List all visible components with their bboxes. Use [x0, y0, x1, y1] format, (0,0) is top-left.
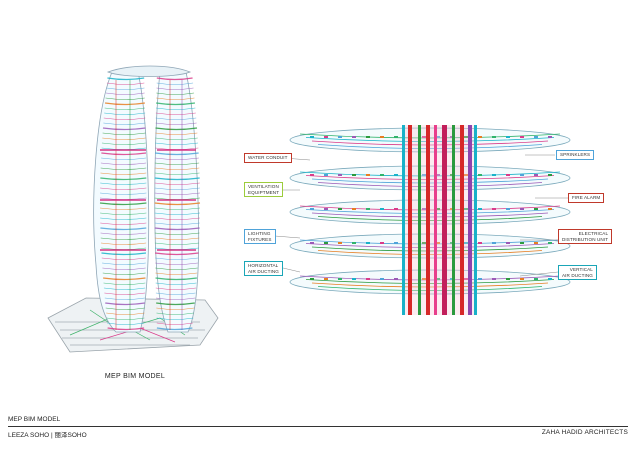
callout-fire-alarm: FIRE ALARM [568, 193, 605, 203]
footer-project: LEEZA SOHO | 丽泽SOHO [8, 432, 87, 439]
model-caption: MEP BIM MODEL [104, 373, 166, 380]
tower-model [47, 65, 219, 353]
footer-title: MEP BIM MODEL [8, 416, 61, 423]
callout-sprinklers: SPRINKLERS [556, 150, 595, 160]
callout-ventilation-equipment: VENTILATION EQUIPTMENT [244, 182, 284, 198]
exploded-floor-plates [274, 125, 571, 315]
callout-horizontal-air-ducting: HORIZONTAL AIR DUCTING [244, 261, 283, 277]
tower-floor-lines [99, 77, 201, 331]
footer-firm: ZAHA HADID ARCHITECTS [541, 429, 628, 436]
tower-left-half [93, 71, 150, 333]
callout-vertical-air-ducting: VERTICAL AIR DUCTING [558, 265, 597, 281]
callout-leaders [274, 154, 568, 277]
callout-water-conduit: WATER CONDUIT [244, 153, 292, 163]
tower-right-half [154, 71, 200, 333]
callout-lighting-fixtures: LIGHTING FIXTURES [244, 229, 276, 245]
vertical-core [402, 125, 477, 315]
footer-divider [8, 426, 628, 427]
callout-electrical-distribution-unit: ELECTRICAL DISTRIBUTION UNIT [558, 229, 613, 245]
